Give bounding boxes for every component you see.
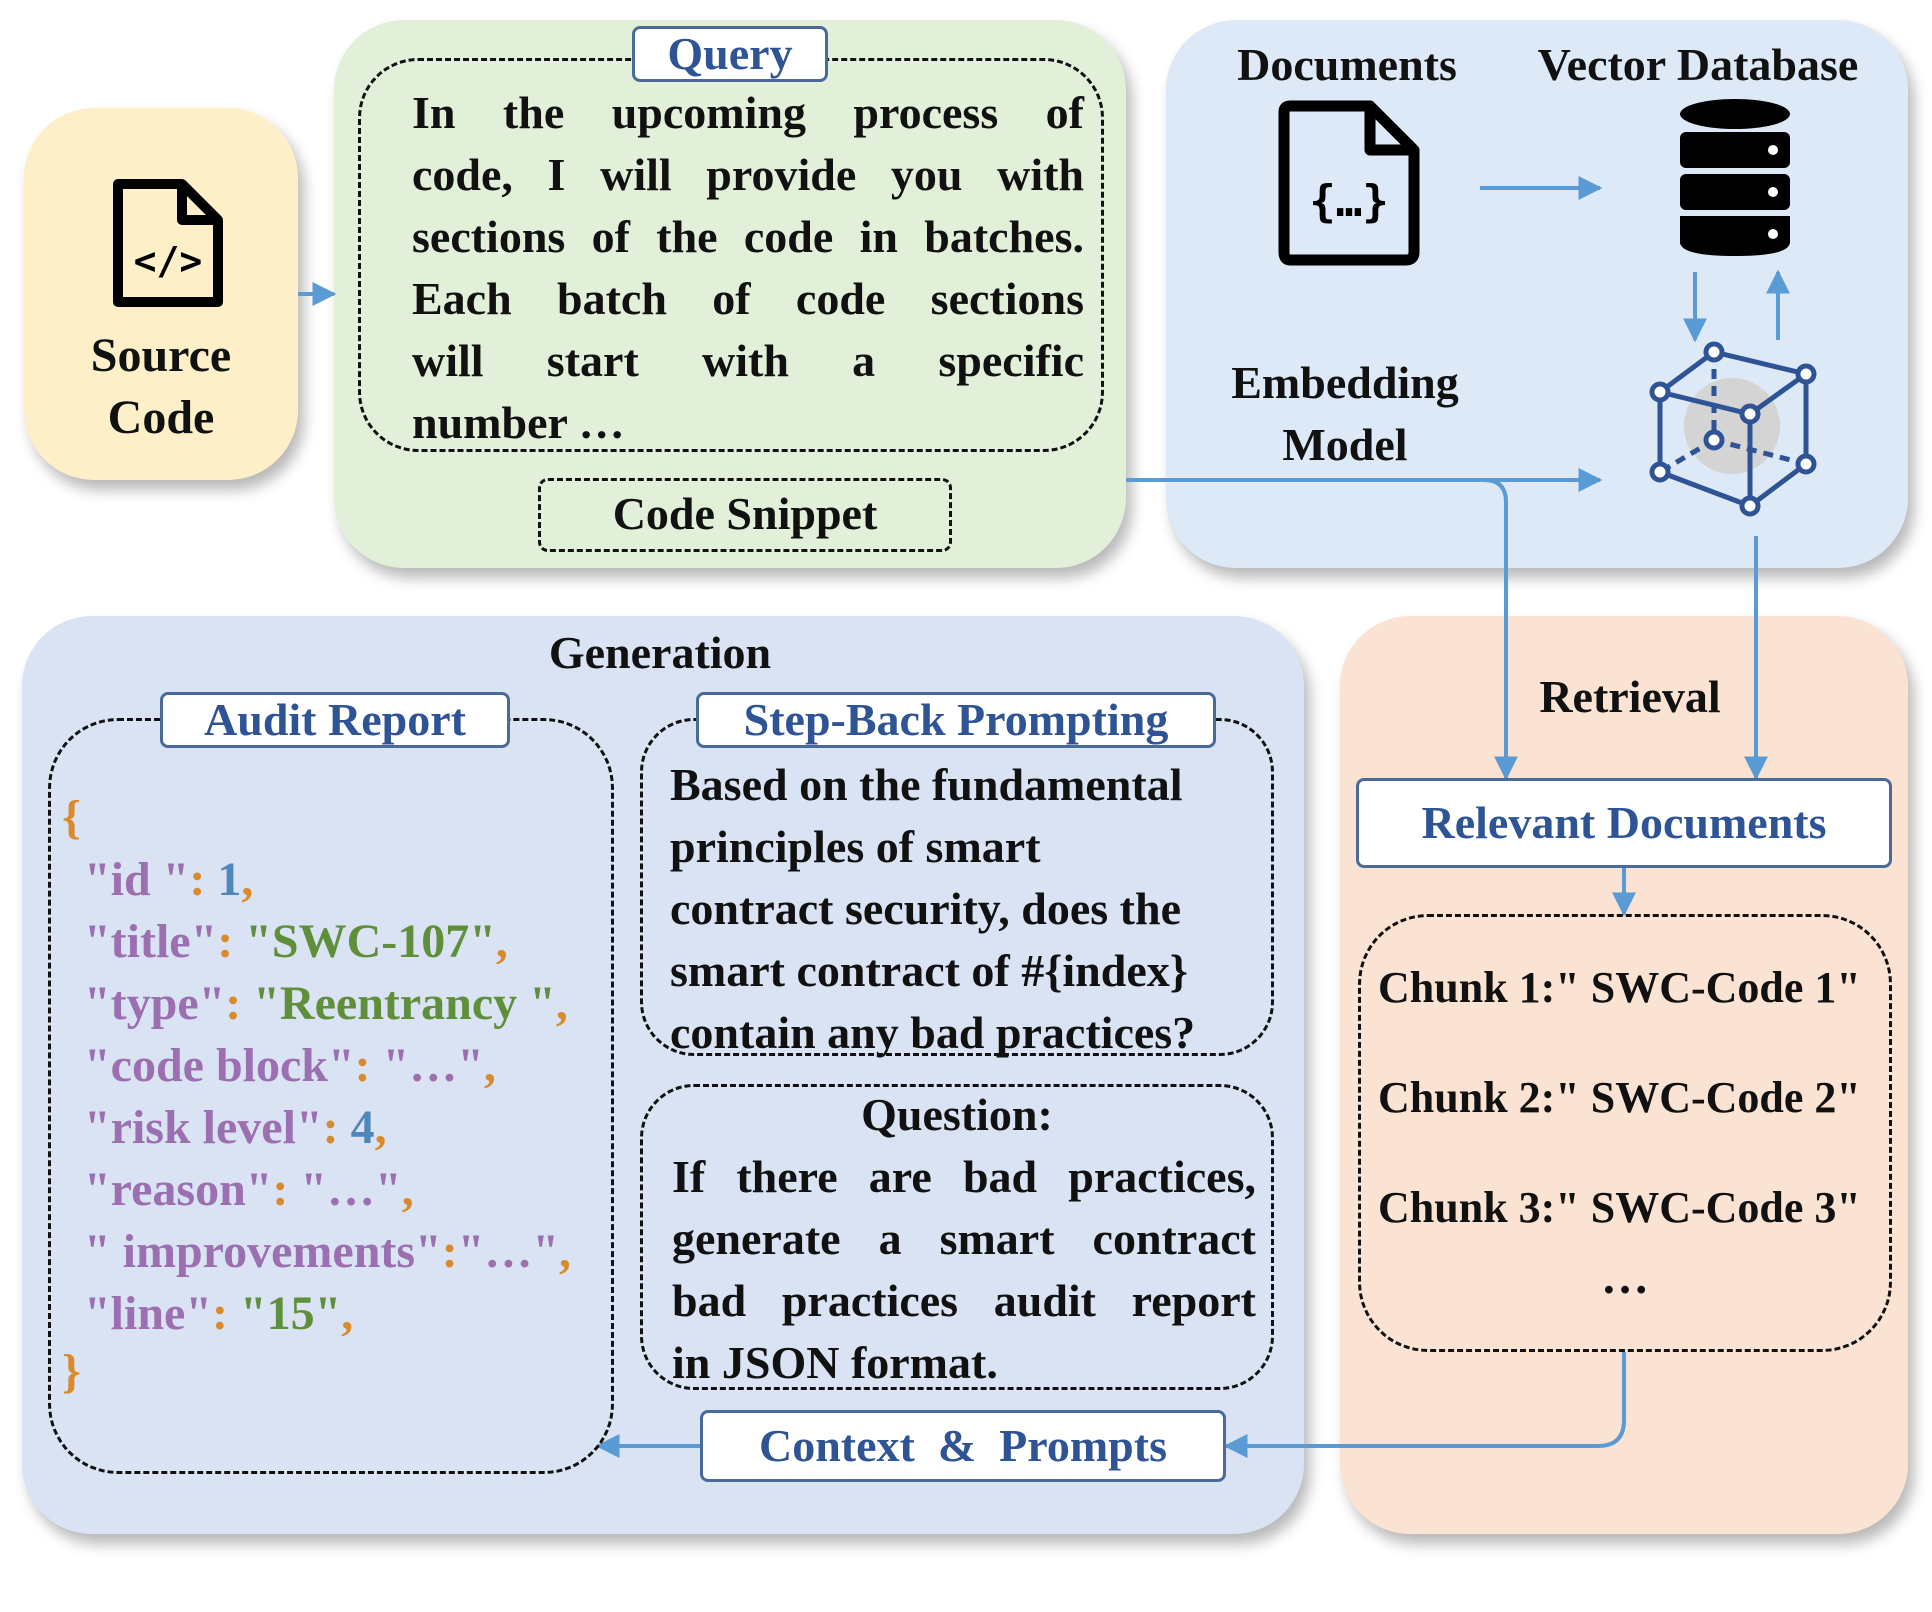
chunk-ellipsis: …: [1601, 1251, 1649, 1304]
json-row: " improvements":"…",: [84, 1225, 571, 1278]
question-box: [640, 1084, 1274, 1390]
code-file-icon: </>: [113, 179, 223, 307]
question-line-1: If there are bad practices,: [672, 1151, 1256, 1202]
source-code-panel: [24, 108, 298, 480]
json-row: "reason": "…",: [84, 1163, 414, 1216]
documents-label: Documents: [1237, 39, 1457, 90]
retrieval-title: Retrieval: [1539, 671, 1721, 722]
question-line-4: in JSON format.: [672, 1337, 998, 1388]
json-document-icon: {…}: [1278, 100, 1420, 266]
step-back-tag: Step-Back Prompting: [696, 692, 1216, 748]
question-text: If there are bad practices, generate a s…: [672, 1146, 1256, 1394]
audit-report-tag: Audit Report: [160, 692, 510, 748]
step-back-line-4: smart contract of #{index}: [670, 945, 1188, 996]
svg-text:</>: </>: [134, 239, 203, 283]
query-line-3: sections of the code in batches.: [412, 211, 1084, 262]
database-icon: [1680, 99, 1790, 256]
chunk-item-2: Chunk 2:" SWC-Code 2": [1378, 1073, 1861, 1122]
code-snippet-box: Code Snippet: [538, 478, 952, 552]
question-line-3: bad practices audit report: [672, 1275, 1256, 1326]
query-text: In the upcoming process of code, I will …: [412, 82, 1084, 454]
query-line-2: code, I will provide you with: [412, 149, 1084, 200]
audit-report-box: [48, 718, 614, 1474]
json-row: "line": "15",: [84, 1287, 354, 1340]
chunk-item-1: Chunk 1:" SWC-Code 1": [1378, 963, 1861, 1012]
step-back-line-3: contract security, does the: [670, 883, 1181, 934]
json-row: "type": "Reentrancy ",: [84, 977, 568, 1030]
question-line-2: generate a smart contract: [672, 1213, 1256, 1264]
arrow-query-to-relevant: [1126, 478, 1518, 781]
step-back-text: Based on the fundamental principles of s…: [670, 754, 1270, 1064]
query-panel: [334, 20, 1126, 568]
arrow-chunks-to-context: [1223, 1352, 1626, 1458]
source-code-label-1: Source: [90, 329, 232, 382]
query-line-6: number …: [412, 397, 625, 448]
query-line-1: In the upcoming process of: [412, 87, 1084, 138]
json-row: "title": "SWC-107",: [84, 915, 508, 968]
embedding-cube-icon: [1649, 341, 1817, 517]
json-open-brace: {: [62, 791, 81, 844]
question-title: Question:: [861, 1089, 1053, 1140]
step-back-line-1: Based on the fundamental: [670, 759, 1183, 810]
source-code-label-2: Code: [107, 391, 215, 444]
embedding-model-label-2: Model: [1282, 419, 1408, 470]
context-prompts-tag: Context & Prompts: [700, 1410, 1226, 1482]
json-row: "risk level": 4,: [84, 1101, 387, 1154]
query-line-5: will start with a specific: [412, 335, 1084, 386]
step-back-line-5: contain any bad practices?: [670, 1007, 1196, 1058]
query-line-4: Each batch of code sections: [412, 273, 1084, 324]
chunk-item-3: Chunk 3:" SWC-Code 3": [1378, 1183, 1861, 1232]
step-back-line-2: principles of smart: [670, 821, 1041, 872]
relevant-documents-tag: Relevant Documents: [1356, 778, 1892, 868]
chunks-box: [1358, 914, 1892, 1352]
json-row: "id ": 1,: [84, 853, 254, 906]
query-tag: Query: [632, 26, 828, 82]
json-close-brace: }: [62, 1345, 81, 1398]
generation-title: Generation: [548, 627, 772, 678]
vector-database-label: Vector Database: [1537, 39, 1859, 90]
embedding-model-label-1: Embedding: [1231, 357, 1459, 408]
svg-text:{…}: {…}: [1309, 176, 1388, 227]
json-row: "code block": "…",: [84, 1039, 496, 1092]
